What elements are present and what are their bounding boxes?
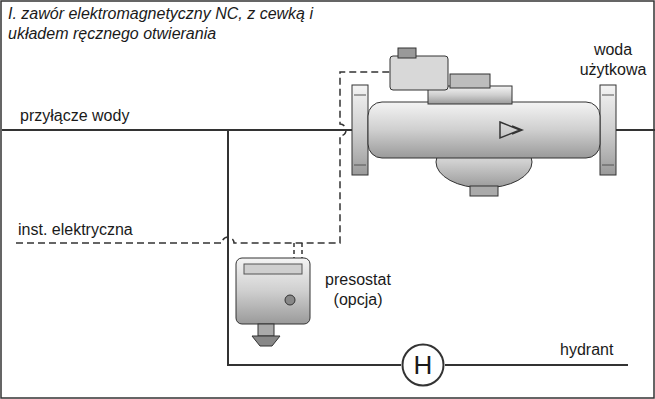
diagram-title: I. zawór elektromagnetyczny NC, z cewką … [8,4,318,44]
valve-body [368,102,600,158]
hydrant-branch [228,130,401,365]
valve-flange [600,85,616,175]
valve-stem [450,74,490,88]
outlet-label: woda użytkowa [572,40,654,80]
component-label: presostat (opcja) [316,270,400,310]
hydrant-outlet [445,364,628,366]
coil-connector [398,48,416,58]
wire-label: inst. elektryczna [18,220,188,240]
electrical-wire [16,72,390,243]
manual-opener [470,186,498,196]
outlet-pipe [616,129,655,131]
circle-shape [403,345,444,386]
pressure-switch [236,258,310,346]
switch-housing [236,258,310,324]
pipe-label: hydrant [560,340,640,360]
pressure-switch-wire [294,243,302,258]
switch-stem [258,324,274,336]
valve-flange [352,85,368,175]
pipe-label: przyłącze wody [20,106,170,126]
solenoid-valve [352,48,616,196]
water-pipe [2,129,352,131]
solenoid-coil [390,56,448,90]
hydrant-symbol: H [414,352,433,378]
hydrant-circle: H [401,343,445,387]
flow-arrow [500,122,522,138]
switch-port [252,336,280,346]
switch-top [244,264,302,274]
